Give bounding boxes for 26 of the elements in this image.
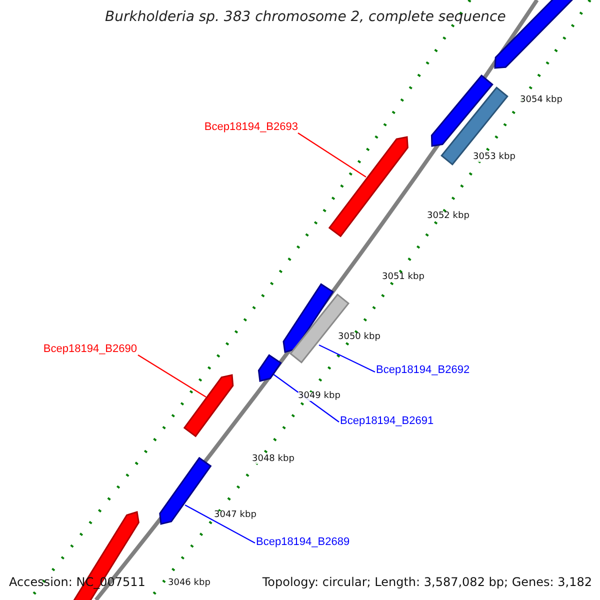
tick-label: 3051 kbp <box>382 273 424 282</box>
gene-feature <box>328 136 408 238</box>
gene-label: Bcep18194_B2692 <box>376 365 470 376</box>
title: Burkholderia sp. 383 chromosome 2, complete sequence <box>105 10 506 24</box>
tick-label: 3053 kbp <box>473 153 516 162</box>
gene-label: Bcep18194_B2689 <box>256 537 350 548</box>
gene-feature <box>183 374 234 438</box>
tick-label: 3054 kbp <box>520 96 562 105</box>
gene-feature <box>430 74 494 147</box>
leader-line <box>184 504 256 544</box>
gene-feature <box>159 456 212 525</box>
gene-feature <box>258 354 282 382</box>
tick-label: 3046 kbp <box>168 579 210 588</box>
tick-label: 3048 kbp <box>252 455 294 464</box>
tick-label: 3049 kbp <box>298 392 340 401</box>
leader-line <box>298 132 366 178</box>
gene-label: Bcep18194_B2690 <box>43 344 137 355</box>
gene-label: Bcep18194_B2693 <box>204 122 298 133</box>
leader-line <box>318 344 376 373</box>
gene-feature <box>282 283 334 353</box>
tick-label: 3050 kbp <box>338 333 380 342</box>
topology-text: Topology: circular; Length: 3,587,082 bp; Genes: 3,182 <box>262 576 592 588</box>
tick-label: 3052 kbp <box>427 212 470 221</box>
leader-line <box>138 354 206 398</box>
tick-label: 3047 kbp <box>214 511 256 520</box>
gene-label: Bcep18194_B2691 <box>340 416 434 427</box>
